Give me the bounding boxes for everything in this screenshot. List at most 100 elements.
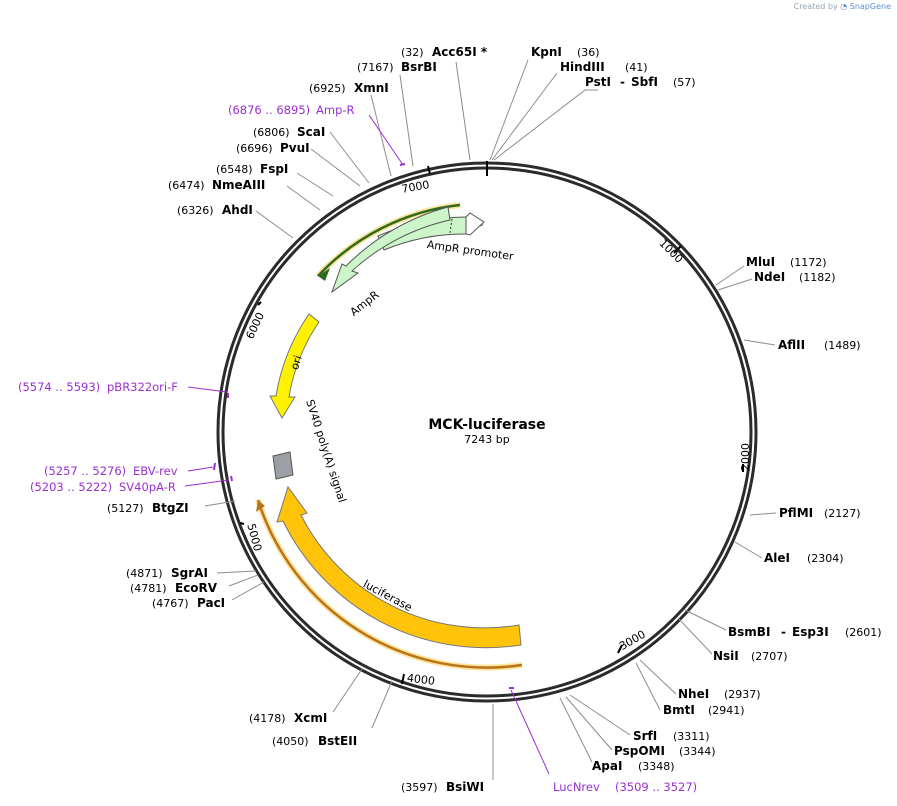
tick-label-7000: 7000 xyxy=(401,178,431,196)
pbr322ori-label[interactable]: pBR322ori-F xyxy=(107,380,178,394)
ampr-arrow xyxy=(330,206,451,294)
credit-brand: SnapGene xyxy=(849,2,891,11)
ampr-promoter-head xyxy=(465,212,485,236)
sv40pa-r-range: (5203 .. 5222) xyxy=(30,480,112,494)
sv40pa-r-label[interactable]: SV40pA-R xyxy=(119,480,176,494)
srfi-label[interactable]: SrfI xyxy=(633,729,657,743)
feature-luciferase[interactable]: luciferase xyxy=(276,485,522,649)
sv40-box xyxy=(272,451,294,480)
pspomi-pos: (3344) xyxy=(679,745,716,758)
ampr-label: AmpR xyxy=(348,288,382,319)
plasmid-name: MCK-luciferase xyxy=(428,417,545,433)
xcmi-label[interactable]: XcmI xyxy=(294,711,327,725)
ampr-promoter-label: AmpR promoter xyxy=(426,238,515,263)
ebv-rev-range: (5257 .. 5276) xyxy=(44,464,126,478)
pflmi-label[interactable]: PflMI xyxy=(779,506,813,520)
tick-label-5000: 5000 xyxy=(244,522,264,552)
luc-orf-head xyxy=(256,500,265,512)
fspi-label[interactable]: FspI xyxy=(260,162,288,176)
tick-label-1000: 1000 xyxy=(657,237,686,266)
btgzi-pos: (5127) xyxy=(107,502,144,515)
nhei-pos: (2937) xyxy=(724,688,761,701)
ndei-label[interactable]: NdeI xyxy=(754,270,785,284)
ecorv-pos: (4781) xyxy=(130,582,167,595)
bsiwi-label[interactable]: BsiWI xyxy=(446,780,484,794)
paci-label[interactable]: PacI xyxy=(197,596,225,610)
mlui-pos: (1172) xyxy=(790,256,827,269)
bsteii-pos: (4050) xyxy=(272,735,309,748)
srfi-pos: (3311) xyxy=(673,730,710,743)
apai-label[interactable]: ApaI xyxy=(592,759,622,773)
esp3i-label[interactable]: Esp3I xyxy=(792,625,829,639)
primer-marks xyxy=(213,163,514,689)
primer-leaders xyxy=(184,114,550,775)
bmti-label[interactable]: BmtI xyxy=(663,703,695,717)
bsrbi-pos: (7167) xyxy=(357,61,394,74)
kpni-pos: (36) xyxy=(577,46,600,59)
nmeaiii-label[interactable]: NmeAIII xyxy=(212,178,265,192)
plasmid-length: 7243 bp xyxy=(464,433,509,446)
psti-pos: (57) xyxy=(673,76,696,89)
ori-arrow xyxy=(269,313,320,419)
luc-orf-line xyxy=(256,499,523,669)
ndei-pos: (1182) xyxy=(799,271,836,284)
psti-sep: - xyxy=(620,75,625,89)
xmni-pos: (6925) xyxy=(309,82,346,95)
alei-pos: (2304) xyxy=(807,552,844,565)
xcmi-pos: (4178) xyxy=(249,712,286,725)
tick-label-4000: 4000 xyxy=(406,671,435,687)
bsmbi-pos: (2601) xyxy=(845,626,882,639)
psti-label[interactable]: PstI xyxy=(585,75,611,89)
pvui-pos: (6696) xyxy=(236,142,273,155)
credit-prefix: Created by xyxy=(793,2,838,11)
bsteii-label[interactable]: BstEII xyxy=(318,734,357,748)
bsiwi-pos: (3597) xyxy=(401,781,438,794)
scai-label[interactable]: ScaI xyxy=(297,125,325,139)
bsrbi-label[interactable]: BsrBI xyxy=(401,60,437,74)
pspomi-label[interactable]: PspOMI xyxy=(614,744,665,758)
bsmbi-label[interactable]: BsmBI xyxy=(728,625,770,639)
ecorv-label[interactable]: EcoRV xyxy=(175,581,218,595)
sgrai-label[interactable]: SgrAI xyxy=(171,566,208,580)
nhei-label[interactable]: NheI xyxy=(678,687,709,701)
ebv-rev-label[interactable]: EBV-rev xyxy=(133,464,178,478)
alei-label[interactable]: AleI xyxy=(764,551,790,565)
hindiii-label[interactable]: HindIII xyxy=(560,60,605,74)
lucnrev-label[interactable]: LucNrev xyxy=(553,780,600,794)
ampr-orf-head xyxy=(318,268,330,281)
bmti-pos: (2941) xyxy=(708,704,745,717)
acc65i-label[interactable]: Acc65I * xyxy=(432,45,488,59)
xmni-label[interactable]: XmnI xyxy=(354,81,389,95)
nsii-label[interactable]: NsiI xyxy=(713,649,739,663)
scale-ticks xyxy=(239,165,744,685)
pflmi-pos: (2127) xyxy=(824,507,861,520)
hindiii-pos: (41) xyxy=(625,61,648,74)
sbfi-label[interactable]: SbfI xyxy=(631,75,658,89)
apai-pos: (3348) xyxy=(638,760,675,773)
fspi-pos: (6548) xyxy=(216,163,253,176)
amp-r-label[interactable]: Amp-R xyxy=(316,103,355,117)
btgzi-label[interactable]: BtgZI xyxy=(152,501,189,515)
snapgene-logo: ◔ SnapGene xyxy=(840,2,891,11)
bsmbi-sep: - xyxy=(781,625,786,639)
amp-r-range: (6876 .. 6895) xyxy=(228,103,310,117)
aflii-label[interactable]: AflII xyxy=(778,338,805,352)
sgrai-pos: (4871) xyxy=(126,567,163,580)
tick-label-2000: 2000 xyxy=(739,443,752,471)
lucnrev-range: (3509 .. 3527) xyxy=(615,780,697,794)
mlui-label[interactable]: MluI xyxy=(746,255,775,269)
kpni-label[interactable]: KpnI xyxy=(531,45,562,59)
snapgene-credit: Created by ◔ SnapGene xyxy=(794,2,891,11)
ahdi-label[interactable]: AhdI xyxy=(222,203,253,217)
nmeaiii-pos: (6474) xyxy=(168,179,205,192)
aflii-pos: (1489) xyxy=(824,339,861,352)
paci-pos: (4767) xyxy=(152,597,189,610)
scai-pos: (6806) xyxy=(253,126,290,139)
acc65i-pos: (32) xyxy=(401,46,424,59)
feature-ori[interactable]: ori xyxy=(269,313,320,419)
sv40-label: SV40 poly(A) signal xyxy=(303,398,349,504)
pvui-label[interactable]: PvuI xyxy=(280,141,310,155)
pbr322ori-range: (5574 .. 5593) xyxy=(18,380,100,394)
ori-label: ori xyxy=(288,354,305,372)
